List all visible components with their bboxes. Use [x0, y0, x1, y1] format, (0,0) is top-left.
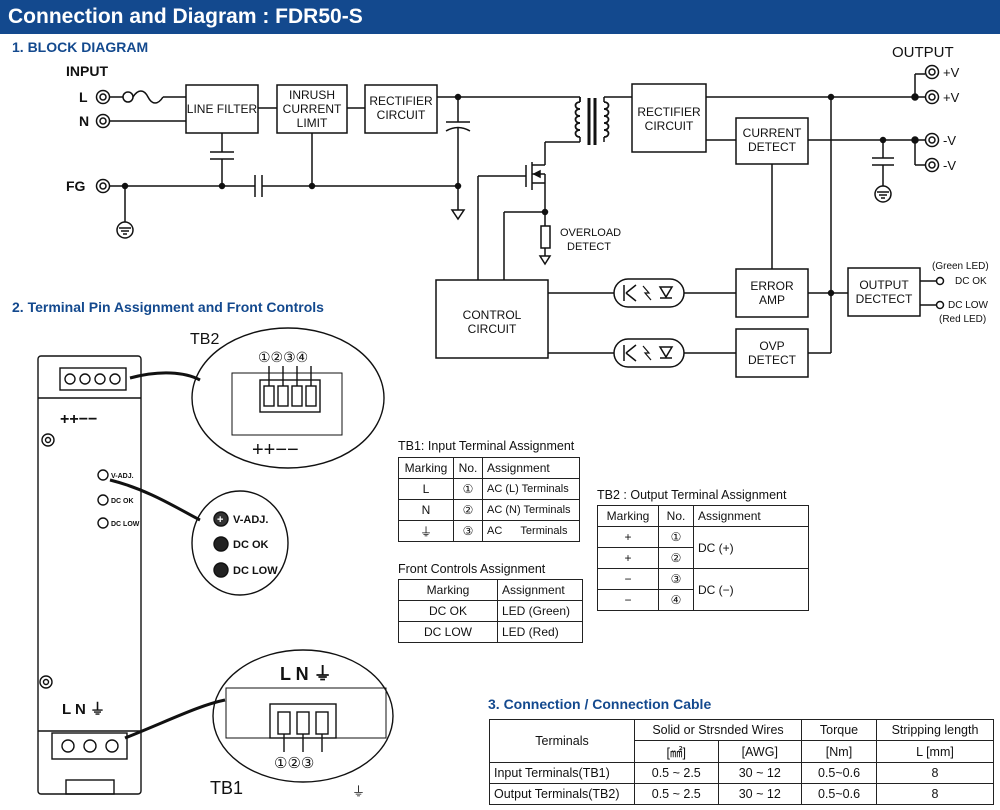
panel-signs: ++−− [60, 411, 97, 428]
green-led-label: (Green LED) [932, 261, 989, 272]
dc-low-label: DC LOW [948, 300, 989, 311]
input-terminal-n [95, 113, 111, 129]
line-filter-label: LINE FILTER [187, 102, 258, 116]
dc-ok-small: DC OK [111, 498, 134, 505]
control-label-1: CONTROL [463, 308, 522, 322]
panel-lnfg: L N ⏚ [62, 701, 105, 718]
tb1-header-assignment: Assignment [482, 457, 580, 479]
tb1-label: TB1 [210, 778, 243, 798]
block-diagram-title: 1. BLOCK DIAGRAM [12, 39, 149, 55]
dc-low-big: DC LOW [233, 565, 278, 577]
table-row: ⏚ ③ AC Terminals [398, 520, 580, 542]
tb2-table: Marking No. Assignment + ① DC (+) + ② − … [597, 505, 809, 611]
inrush-label-3: LIMIT [297, 116, 328, 130]
svg-text:+: + [217, 514, 223, 526]
red-led-label: (Red LED) [939, 314, 986, 325]
output-terminal-plus-2 [924, 89, 940, 105]
control-label-2: CIRCUIT [468, 322, 517, 336]
input-label: INPUT [66, 63, 108, 79]
output-detect-label-1: OUTPUT [859, 278, 909, 292]
table-row: L ① AC (L) Terminals [398, 478, 580, 500]
dc-ok-label: DC OK [955, 276, 987, 287]
front-controls-table: Marking Assignment DC OK LED (Green) DC … [398, 579, 583, 643]
tb2-caption: TB2 : Output Terminal Assignment [597, 488, 787, 502]
ovp-label-2: DETECT [748, 353, 797, 367]
col-terminals: Terminals [489, 719, 635, 763]
tb2-label: TB2 [190, 331, 219, 348]
tb1-header-no: No. [453, 457, 483, 479]
tb2-numbers: ①②③④ [258, 349, 308, 365]
fg-label: FG [66, 178, 86, 194]
overload-label-1: OVERLOAD [560, 227, 621, 239]
svg-text:⏚: ⏚ [352, 784, 365, 799]
tb2-signs: ++−− [252, 439, 299, 461]
current-detect-label-1: CURRENT [743, 126, 802, 140]
input-terminal-l [95, 89, 111, 105]
tb1-header-marking: Marking [398, 457, 454, 479]
connection-section-title: 3. Connection / Connection Cable [488, 696, 712, 712]
minus-v-label-1: -V [943, 133, 956, 148]
tb1-caption: TB1: Input Terminal Assignment [398, 439, 575, 453]
output-label: OUTPUT [892, 44, 954, 61]
error-amp-label-1: ERROR [750, 279, 794, 293]
plus-v-label-1: +V [943, 65, 960, 80]
table-row: − ④ [597, 589, 809, 611]
minus-v-label-2: -V [943, 158, 956, 173]
dc-low-small: DC LOW [111, 521, 140, 528]
inrush-label-1: INRUSH [289, 88, 335, 102]
front-controls-caption: Front Controls Assignment [398, 562, 546, 576]
n-label: N [79, 113, 89, 129]
tb1-labels: L N ⏚ [280, 664, 332, 684]
overload-label-2: DETECT [567, 241, 611, 253]
output-terminal-minus-2 [924, 157, 940, 173]
l-label: L [79, 89, 88, 105]
inrush-label-2: CURRENT [283, 102, 342, 116]
rectifier1-label-1: RECTIFIER [369, 94, 433, 108]
rectifier1-label-2: CIRCUIT [377, 108, 426, 122]
output-terminal-minus-1 [924, 132, 940, 148]
connection-cable-table: Terminals Solid or Strsnded Wires Torque… [489, 719, 994, 805]
input-terminal-fg [95, 178, 111, 194]
tb1-table: Marking No. Assignment L ① AC (L) Termin… [398, 457, 580, 542]
plus-v-label-2: +V [943, 90, 960, 105]
output-terminal-plus-1 [924, 64, 940, 80]
dc-ok-big: DC OK [233, 539, 269, 551]
error-amp-label-2: AMP [759, 293, 785, 307]
rectifier2-label-2: CIRCUIT [645, 119, 694, 133]
terminal-section-title: 2. Terminal Pin Assignment and Front Con… [12, 299, 324, 315]
page-title: Connection and Diagram : FDR50-S [0, 0, 1000, 34]
table-row: − ③ DC (−) [597, 568, 809, 611]
table-row: N ② AC (N) Terminals [398, 499, 580, 521]
v-adj-big: V-ADJ. [233, 514, 268, 526]
ovp-label-1: OVP [759, 339, 784, 353]
tb1-numbers: ①②③ [274, 755, 314, 772]
table-row: Input Terminals(TB1) 0.5 ~ 2.5 30 ~ 12 0… [489, 762, 994, 784]
table-row: + ① DC (+) [597, 526, 809, 569]
table-row: DC LOW LED (Red) [398, 621, 583, 643]
table-row: Output Terminals(TB2) 0.5 ~ 2.5 30 ~ 12 … [489, 783, 994, 805]
v-adj-small: V-ADJ. [111, 473, 134, 480]
rectifier2-label-1: RECTIFIER [637, 105, 701, 119]
output-detect-label-2: DECTECT [856, 292, 913, 306]
table-row: DC OK LED (Green) [398, 600, 583, 622]
current-detect-label-2: DETECT [748, 140, 797, 154]
